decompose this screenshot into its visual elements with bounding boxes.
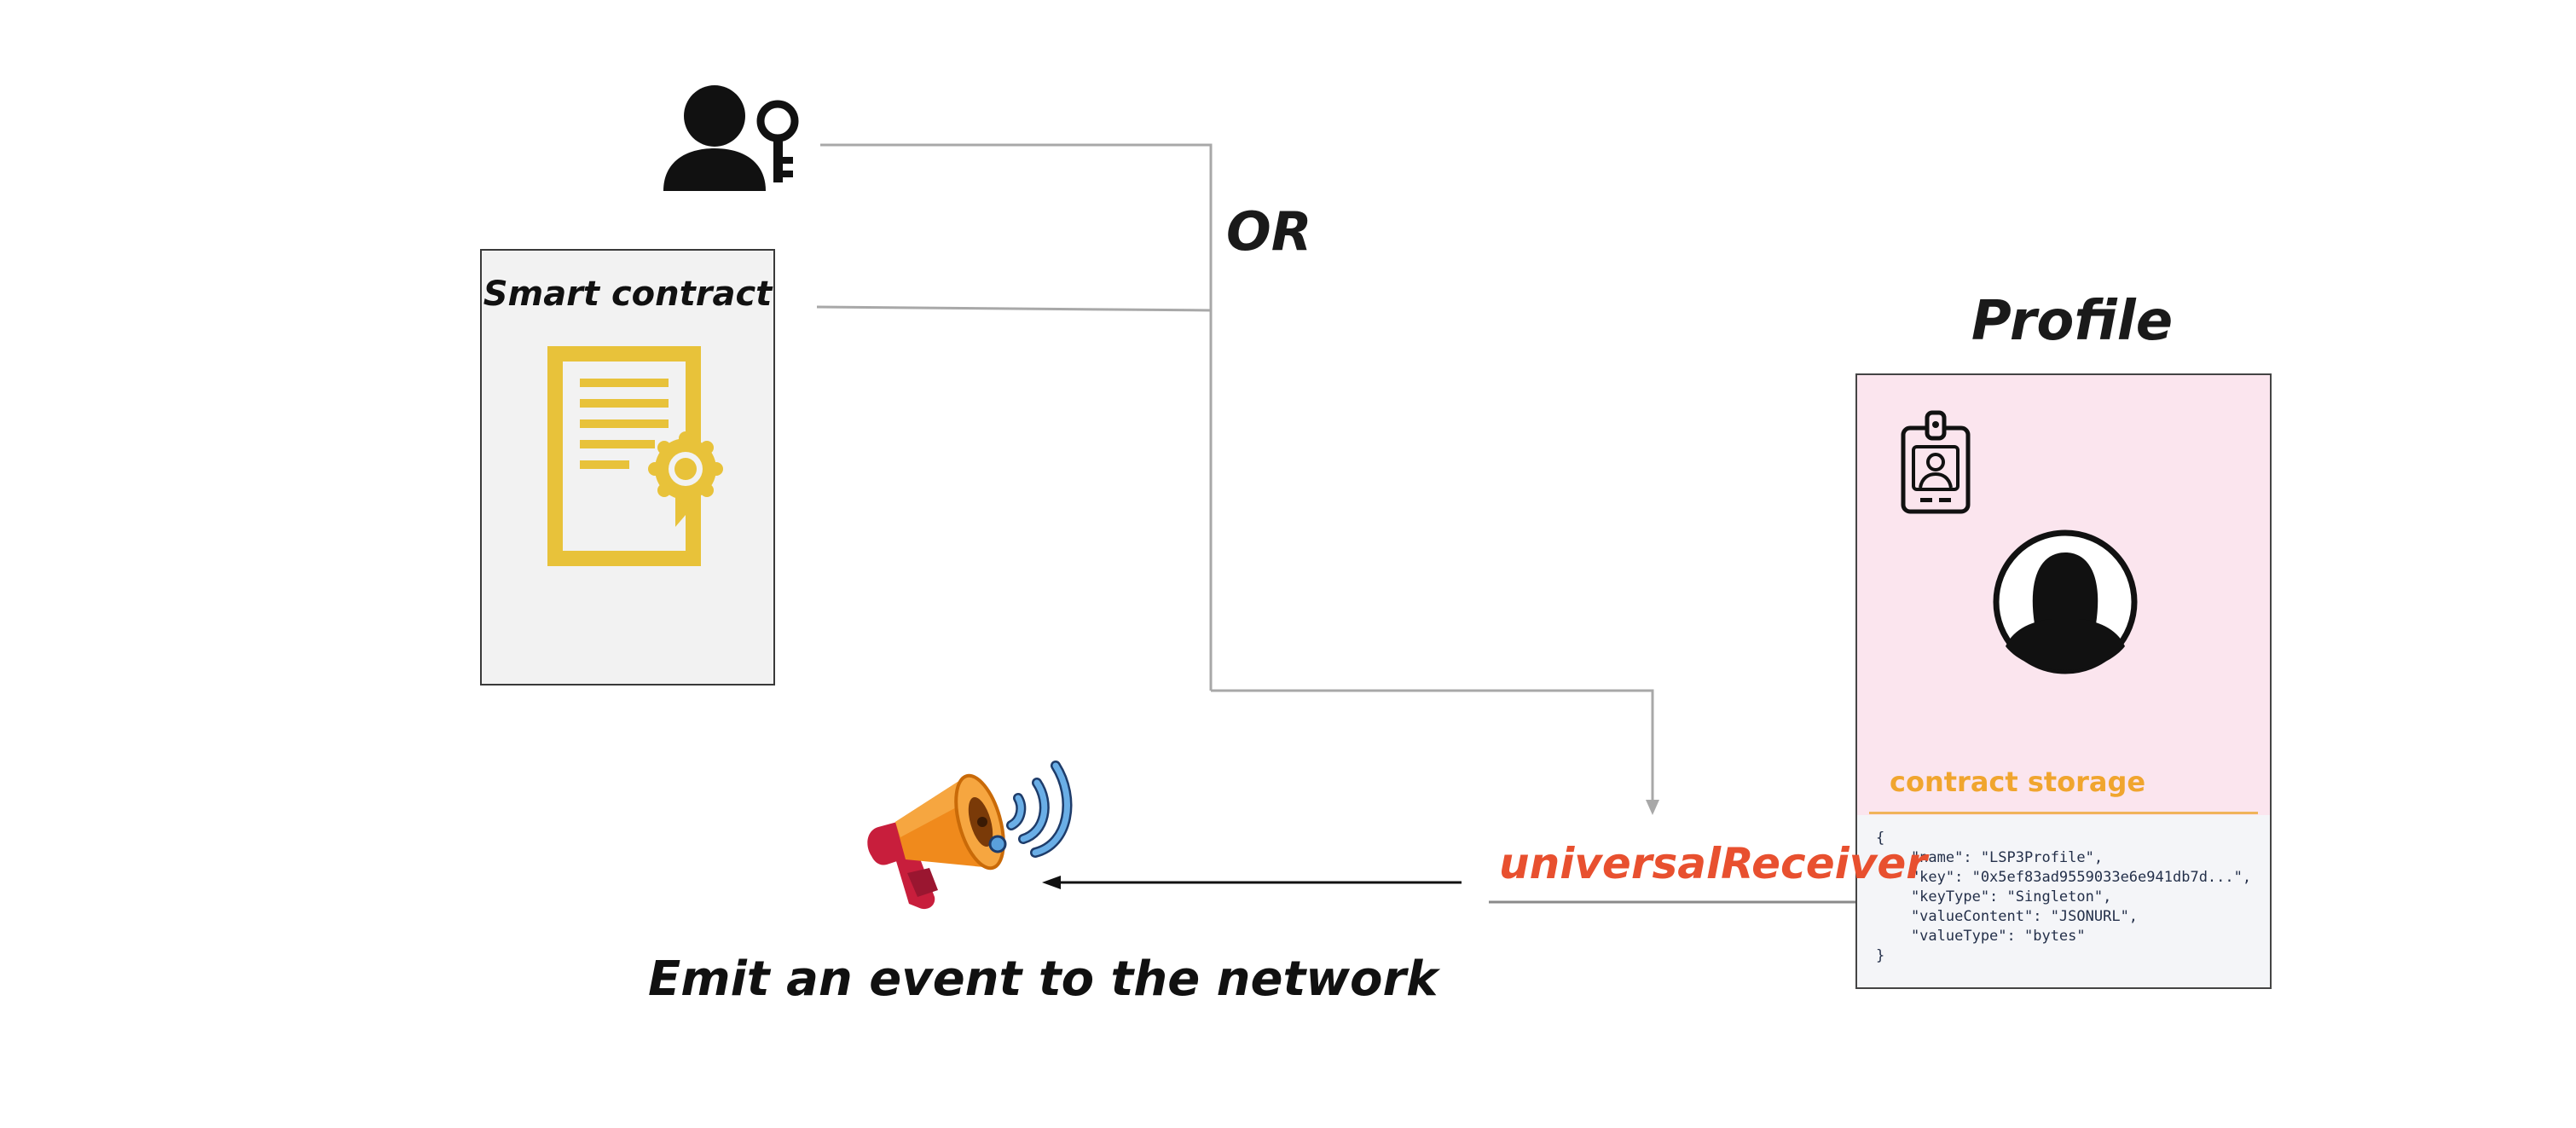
smart-contract-title: Smart contract xyxy=(483,275,773,314)
profile-card: contract storage { "name": "LSP3Profile"… xyxy=(1855,373,2272,989)
event-arrowhead xyxy=(1042,876,1061,889)
receiver-connector xyxy=(1211,689,1654,801)
emit-event-label: Emit an event to the network xyxy=(648,952,1439,1007)
contract-storage-label: contract storage xyxy=(1890,766,2146,798)
woman-avatar-icon xyxy=(1993,529,2138,674)
user-key-icon xyxy=(663,85,799,191)
universal-receiver-label: universalReceiver xyxy=(1499,839,1927,888)
certificate-icon xyxy=(547,346,723,566)
contract-storage-panel xyxy=(1857,815,2270,987)
storage-divider xyxy=(1869,812,2258,814)
or-label: OR xyxy=(1226,200,1312,263)
contract-connector xyxy=(816,305,1212,312)
storage-json: { "name": "LSP3Profile", "key": "0x5ef83… xyxy=(1876,830,2252,964)
owner-connector xyxy=(820,143,1213,691)
profile-title: Profile xyxy=(1971,290,2174,353)
receiver-arrowhead xyxy=(1646,800,1659,815)
id-badge-icon xyxy=(1901,410,1971,514)
megaphone-icon xyxy=(867,761,1073,910)
